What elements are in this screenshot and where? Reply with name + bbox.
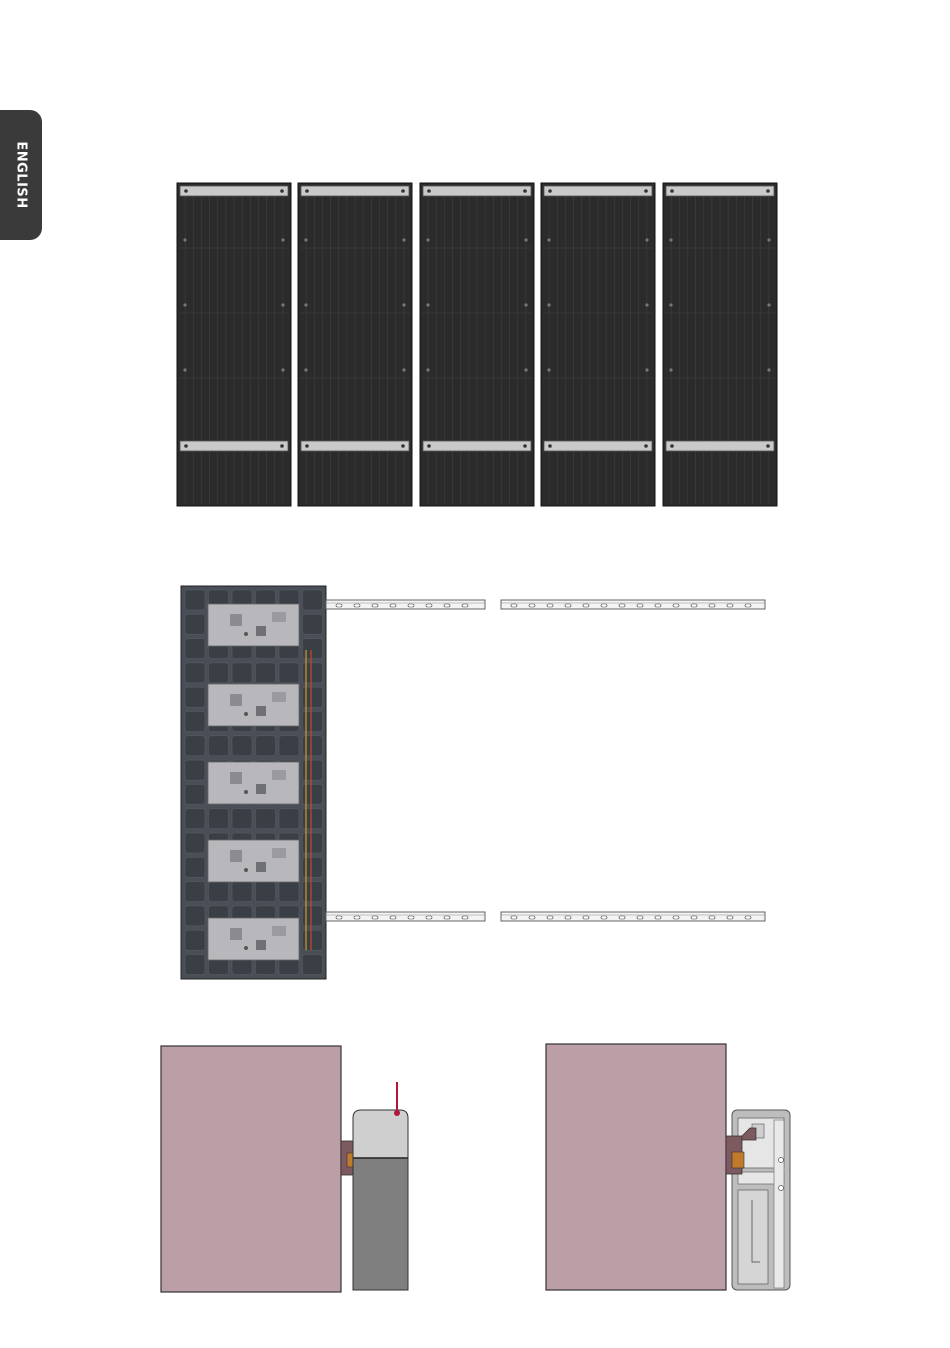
copper-contact-right [732,1152,744,1168]
marker-dot [394,1110,400,1116]
section-detail-right [546,1044,790,1290]
rail-profile-lower-left [353,1158,408,1290]
rail-profile-cap-left [353,1110,408,1158]
display-panel-right [546,1044,726,1290]
section-detail-left [161,1046,408,1292]
display-panel-left [161,1046,341,1292]
